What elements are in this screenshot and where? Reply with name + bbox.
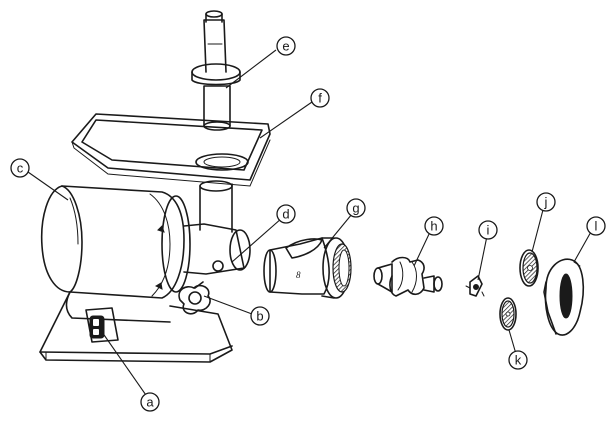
callout-h-circle <box>424 216 444 236</box>
callout-d-label: d <box>282 207 289 222</box>
callout-a: a <box>140 392 160 412</box>
food-pusher <box>191 10 241 131</box>
ring-nut <box>543 258 585 336</box>
callout-f-circle <box>310 88 330 108</box>
callout-h-label: h <box>430 219 437 234</box>
callout-i: i <box>478 220 498 240</box>
leader-g <box>323 213 353 249</box>
callout-j: j <box>536 192 556 212</box>
leader-a <box>101 331 149 399</box>
leader-d <box>231 217 283 263</box>
feeding-tray <box>71 113 271 187</box>
svg-text:8: 8 <box>296 270 301 280</box>
callout-k-circle <box>508 350 528 370</box>
callout-e-label: e <box>282 39 289 54</box>
grinder-head: 8 <box>263 237 352 299</box>
leader-f <box>259 101 313 139</box>
callout-b-label: b <box>256 309 263 324</box>
callout-h: h <box>424 216 444 236</box>
callout-a-label: a <box>146 395 154 410</box>
leader-l <box>573 229 593 263</box>
callout-f: f <box>310 88 330 108</box>
leader-e <box>225 49 277 89</box>
leader-b <box>203 295 253 315</box>
callout-j-circle <box>536 192 556 212</box>
leader-c <box>27 171 69 201</box>
callout-l-label: l <box>595 219 598 234</box>
callout-e: e <box>276 36 296 56</box>
callout-f-label: f <box>318 91 322 106</box>
feed-screw <box>373 256 443 297</box>
callout-k: k <box>508 350 528 370</box>
leader-k <box>508 329 517 355</box>
callout-k-label: k <box>515 353 522 368</box>
on-off-switch <box>85 307 119 343</box>
callout-l: l <box>586 216 606 236</box>
callout-b: b <box>250 306 270 326</box>
callout-e-circle <box>276 36 296 56</box>
callout-d-circle <box>276 204 296 224</box>
leader-lines <box>27 49 593 399</box>
callout-i-label: i <box>487 223 490 238</box>
callout-b-circle <box>250 306 270 326</box>
leader-j <box>531 205 545 253</box>
cutting-blade <box>465 275 485 297</box>
callout-d: d <box>276 204 296 224</box>
leader-h <box>413 231 431 267</box>
grinder-head-socket <box>183 180 251 275</box>
callout-l-circle <box>586 216 606 236</box>
callout-c-label: c <box>17 161 24 176</box>
callout-g: g <box>346 198 366 218</box>
callout-j-label: j <box>544 195 548 210</box>
callout-i-circle <box>478 220 498 240</box>
callout-g-circle <box>346 198 366 218</box>
callout-c: c <box>10 158 30 178</box>
motor-housing <box>40 185 191 299</box>
callout-a-circle <box>140 392 160 412</box>
cutting-plate-coarse <box>519 249 539 287</box>
callout-g-label: g <box>352 201 359 216</box>
cutting-plate-fine <box>499 297 517 331</box>
locking-knob <box>178 281 211 315</box>
callout-c-circle <box>10 158 30 178</box>
grinder-base <box>39 291 233 363</box>
leader-i <box>477 235 488 281</box>
